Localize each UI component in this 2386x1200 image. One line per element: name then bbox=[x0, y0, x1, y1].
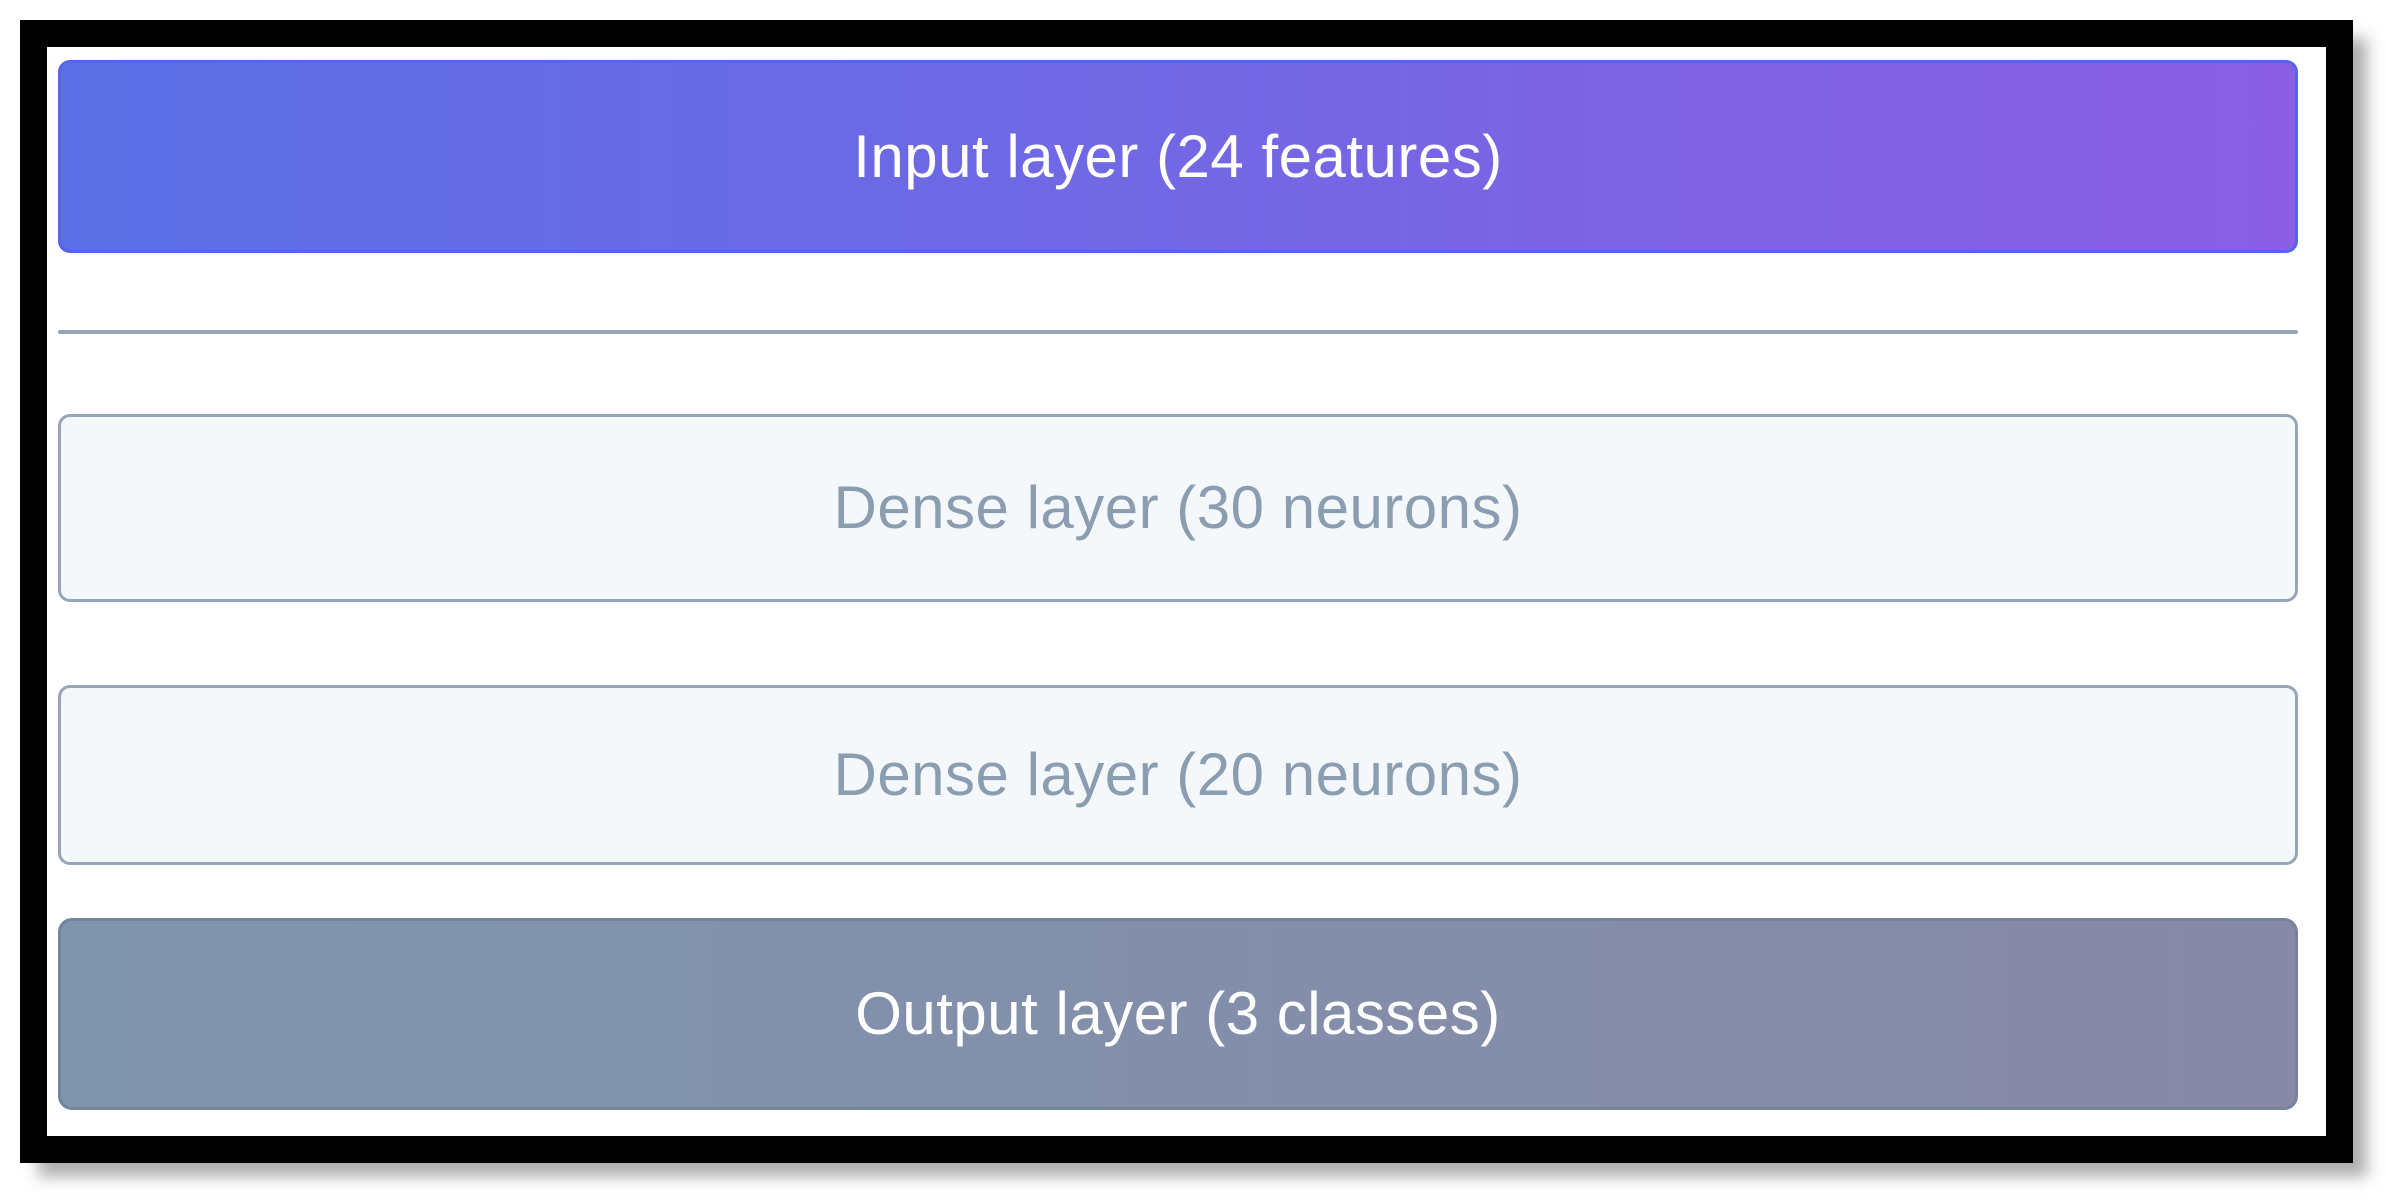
dense-layer-20-box: Dense layer (20 neurons) bbox=[58, 685, 2298, 865]
output-layer-box: Output layer (3 classes) bbox=[58, 918, 2298, 1110]
architecture-diagram-card: Input layer (24 features) Dense layer (3… bbox=[20, 20, 2353, 1163]
dense-layer-30-box: Dense layer (30 neurons) bbox=[58, 414, 2298, 602]
dense-layer-20-label: Dense layer (20 neurons) bbox=[833, 741, 1523, 808]
input-layer-box: Input layer (24 features) bbox=[58, 60, 2298, 253]
divider-line bbox=[58, 330, 2298, 334]
output-layer-label: Output layer (3 classes) bbox=[855, 980, 1501, 1047]
diagram-content: Input layer (24 features) Dense layer (3… bbox=[47, 47, 2326, 1136]
input-layer-label: Input layer (24 features) bbox=[853, 122, 1503, 190]
dense-layer-30-label: Dense layer (30 neurons) bbox=[833, 474, 1523, 541]
